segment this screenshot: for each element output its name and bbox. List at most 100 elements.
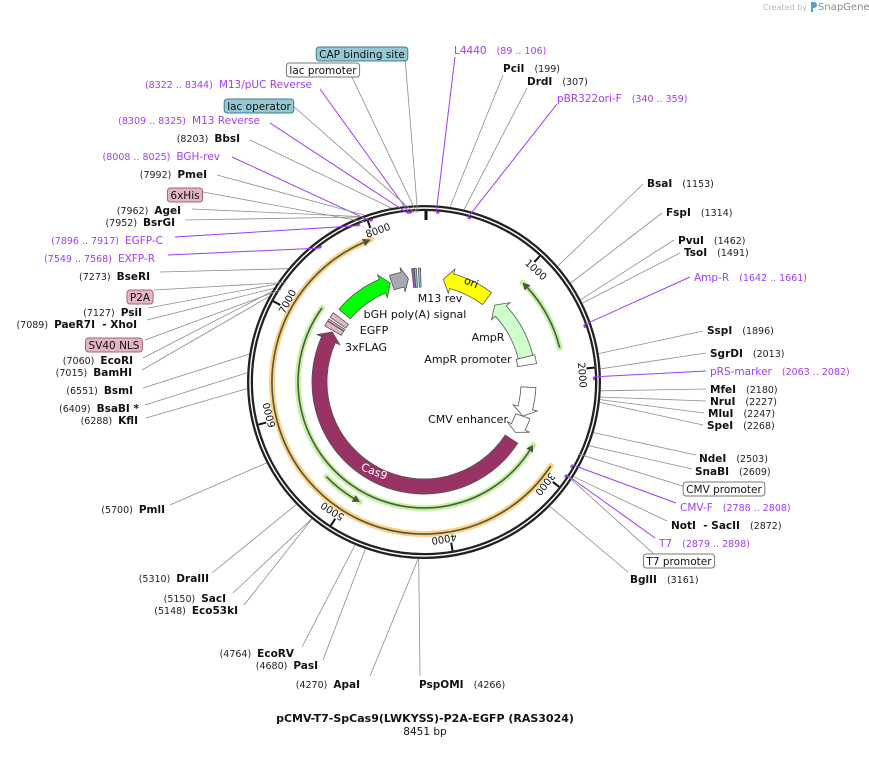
feature-segment[interactable]: [329, 312, 350, 329]
feature-segment[interactable]: [506, 413, 531, 433]
enzyme-label-sgrdi[interactable]: SgrDI(2013): [710, 348, 784, 360]
orf-arc[interactable]: [294, 304, 537, 512]
enzyme-label-nrui[interactable]: NruI(2227): [710, 396, 777, 408]
feature-label-t7-promoter[interactable]: T7 promoter: [642, 553, 716, 569]
feature-bgh-poly-a-signal[interactable]: [388, 267, 409, 293]
enzyme-label-pmli[interactable]: (5700)PmlI: [101, 504, 165, 516]
enzyme-label-snabi[interactable]: SnaBI(2609): [695, 466, 771, 478]
primer-mark: [369, 218, 374, 222]
feature-segment[interactable]: [417, 267, 422, 288]
feature-label-cap-binding-site[interactable]: CAP binding site: [315, 46, 409, 62]
feature-box: [85, 337, 143, 353]
enzyme-label-ecori[interactable]: (7060)EcoRI: [63, 355, 133, 367]
orf-arc[interactable]: [519, 279, 563, 351]
enzyme-label-kfli[interactable]: (6288)KflI: [81, 415, 138, 427]
feature-ampr-promoter[interactable]: [515, 354, 537, 368]
leader-line: [573, 476, 668, 522]
label-text: (5148)Eco53kI: [154, 605, 238, 617]
enzyme-label-apai[interactable]: (4270)ApaI: [296, 679, 360, 691]
site-position: (1491): [717, 248, 749, 259]
enzyme-label-pvui[interactable]: PvuI(1462): [678, 235, 746, 247]
enzyme-label-mfei[interactable]: MfeI(2180): [710, 384, 778, 396]
primer-label-m13-reverse[interactable]: (8309 .. 8325)M13 Reverse: [118, 115, 260, 127]
feature-box: [126, 289, 154, 305]
enzyme-label-psii[interactable]: (7127)PsiI: [83, 307, 142, 319]
leader-line: [583, 276, 691, 326]
site-name: MluI: [708, 408, 733, 420]
feature-segment[interactable]: [327, 318, 346, 332]
leader-line: [593, 432, 697, 456]
site-position: (4680): [256, 661, 288, 672]
enzyme-label-bsrgi[interactable]: (7952)BsrGI: [105, 217, 175, 229]
enzyme-label-bseri[interactable]: (7273)BseRI: [79, 271, 150, 283]
enzyme-label-pasi[interactable]: (4680)PasI: [256, 660, 318, 672]
enzyme-label-drdi[interactable]: DrdI(307): [527, 76, 588, 88]
leader-line: [291, 104, 415, 213]
enzyme-label-pcii[interactable]: PciI(199): [503, 63, 560, 75]
feature-label-lac-promoter[interactable]: lac promoter: [285, 62, 361, 78]
feature-cmv-enhancer[interactable]: [511, 386, 539, 417]
label-text: (7549 .. 7568)EXFP-R: [44, 253, 155, 265]
primer-label-t7[interactable]: T7(2879 .. 2898): [658, 538, 750, 550]
feature-cas9[interactable]: [311, 331, 519, 495]
site-position: (7992): [140, 170, 172, 181]
primer-mark: [563, 474, 568, 478]
enzyme-label-eco53ki[interactable]: (5148)Eco53kI: [154, 605, 238, 617]
enzyme-label-bamhi[interactable]: (7015)BamHI: [56, 367, 132, 379]
enzyme-label-paer7i-xhoi[interactable]: (7089)PaeR7I - XhoI: [16, 319, 137, 331]
feature-label-p2a[interactable]: P2A: [126, 289, 154, 305]
tick-mark: [552, 481, 560, 488]
enzyme-label-spei[interactable]: SpeI(2268): [707, 420, 775, 432]
site-position: (89 .. 106): [497, 46, 547, 57]
feature-label-6xhis[interactable]: 6xHis: [166, 187, 204, 203]
enzyme-label-agei[interactable]: (7962)AgeI: [117, 205, 181, 217]
enzyme-label-bsabi[interactable]: (6409)BsaBI *: [59, 403, 139, 415]
enzyme-label-ndei[interactable]: NdeI(2503): [699, 453, 768, 465]
backbone-gap: [249, 207, 599, 557]
enzyme-label-bsmi[interactable]: (6551)BsmI: [66, 385, 133, 397]
enzyme-label-tsoi[interactable]: TsoI(1491): [684, 247, 749, 259]
primer-label-prs-marker[interactable]: pRS-marker(2063 .. 2082): [710, 366, 850, 378]
feature-segment[interactable]: [413, 267, 419, 288]
primer-label-m13-puc-reverse[interactable]: (8322 .. 8344)M13/pUC Reverse: [145, 79, 312, 91]
label-text: CMV-F(2788 .. 2808): [680, 502, 791, 514]
enzyme-label-sspi[interactable]: SspI(1896): [707, 325, 774, 337]
primer-label-bgh-rev[interactable]: (8008 .. 8025)BGH-rev: [103, 151, 220, 163]
orf-arc[interactable]: [269, 236, 554, 537]
site-position: (8309 .. 8325): [118, 116, 186, 127]
site-position: (2247): [743, 409, 775, 420]
leader-line: [141, 296, 270, 371]
enzyme-label-bglii[interactable]: BglII(3161): [630, 574, 699, 586]
feature-label-cmv-promoter[interactable]: CMV promoter: [682, 481, 766, 497]
orf-arc[interactable]: [323, 473, 363, 505]
site-position: (1642 .. 1661): [739, 273, 807, 284]
enzyme-label-bsai[interactable]: BsaI(1153): [647, 178, 714, 190]
feature-label: ori: [462, 274, 480, 291]
primer-label-l4440[interactable]: L4440(89 .. 106): [454, 45, 546, 57]
site-name: NruI: [710, 396, 735, 408]
primer-label-exfp-r[interactable]: (7549 .. 7568)EXFP-R: [44, 253, 155, 265]
primer-label-egfp-c[interactable]: (7896 .. 7917)EGFP-C: [51, 235, 163, 247]
feature-egfp[interactable]: [338, 273, 391, 320]
enzyme-label-noti-sacii[interactable]: NotI - SacII(2872): [671, 520, 782, 532]
feature-ori[interactable]: [442, 268, 493, 306]
enzyme-label-mlui[interactable]: MluI (2247): [708, 408, 775, 420]
enzyme-label-ecorv[interactable]: (4764)EcoRV: [220, 648, 295, 660]
feature-label-sv40-nls[interactable]: SV40 NLS: [85, 337, 143, 353]
primer-label-cmv-f[interactable]: CMV-F(2788 .. 2808): [680, 502, 791, 514]
enzyme-label-pmei[interactable]: (7992)PmeI: [140, 169, 207, 181]
feature-label-lac-operator[interactable]: lac operator: [223, 98, 295, 114]
site-name: PsiI: [121, 307, 142, 319]
primer-label-amp-r[interactable]: Amp-R(1642 .. 1661): [694, 272, 807, 284]
primer-label-pbr322ori-f[interactable]: pBR322ori-F(340 .. 359): [557, 93, 687, 105]
leader-line: [142, 291, 273, 359]
label-text: (4270)ApaI: [296, 679, 360, 691]
enzyme-label-saci[interactable]: (5150)SacI: [164, 593, 226, 605]
site-name: CMV-F: [680, 502, 713, 514]
enzyme-label-draiii[interactable]: (5310)DraIII: [139, 573, 209, 585]
enzyme-label-pspomi[interactable]: PspOMI(4266): [419, 679, 505, 691]
enzyme-label-bbsi[interactable]: (8203)BbsI: [177, 133, 240, 145]
credit[interactable]: Created by SnapGene: [763, 2, 869, 13]
label-text: NotI - SacII(2872): [671, 520, 782, 532]
enzyme-label-fspi[interactable]: FspI(1314): [666, 207, 732, 219]
